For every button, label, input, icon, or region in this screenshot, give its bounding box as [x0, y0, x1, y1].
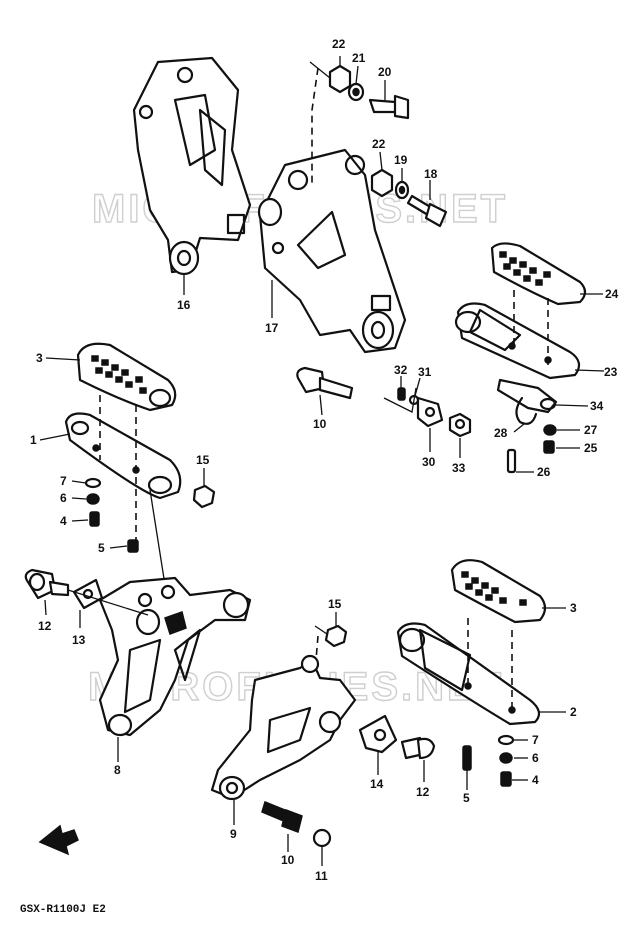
callout-5-right: 5: [463, 791, 470, 805]
part-22-washer-mid: [370, 151, 394, 198]
callout-22-mid: 22: [372, 137, 386, 151]
callout-20: 20: [378, 65, 392, 79]
part-15-nut-left: [192, 468, 216, 509]
part-7-washer-right: [497, 734, 528, 746]
callout-6-right: 6: [532, 751, 539, 765]
part-22-washer-top: [328, 56, 352, 94]
callout-15-left: 15: [196, 453, 210, 467]
part-5-pin-left: [109, 539, 139, 553]
callout-1: 1: [30, 433, 37, 447]
part-24-footrest-rubber-right: [490, 242, 603, 306]
diagram-code: GSX-R1100J E2: [20, 904, 106, 916]
part-10-bolt-lower: [261, 800, 303, 852]
callout-13: 13: [72, 633, 86, 647]
callout-7-right: 7: [532, 733, 539, 747]
part-28-clip: [513, 396, 538, 433]
part-7-washer-left: [71, 477, 102, 489]
part-12-bolt-right: [400, 736, 436, 782]
callout-12-right: 12: [416, 785, 430, 799]
part-33-nut: [448, 412, 472, 458]
part-12-bolt-left: [24, 568, 70, 616]
part-6-spring-left: [71, 493, 100, 505]
callout-5-left: 5: [98, 541, 105, 555]
part-2-footrest-right: [396, 622, 566, 726]
part-8-bracket: [98, 576, 252, 762]
callout-15-right: 15: [328, 597, 342, 611]
part-25-bolt: [543, 440, 580, 454]
callout-17: 17: [265, 321, 279, 335]
part-4-bolt-right: [500, 771, 528, 787]
callout-6-left: 6: [60, 491, 67, 505]
callout-11: 11: [315, 869, 328, 883]
callout-24: 24: [605, 287, 619, 301]
callout-3-right: 3: [570, 601, 577, 615]
callout-23: 23: [604, 365, 618, 379]
part-5-pin-right: [462, 745, 472, 790]
part-3-footrest-rubber-right: [450, 559, 566, 624]
callout-28: 28: [494, 426, 508, 440]
part-20-bolt: [368, 80, 410, 120]
part-34-bracket: [496, 378, 589, 414]
part-10-bolt-upper: [296, 366, 354, 416]
callout-18: 18: [424, 167, 438, 181]
part-4-bolt-left: [71, 511, 100, 527]
callout-30: 30: [422, 455, 436, 469]
part-16-bracket: [132, 56, 252, 295]
callout-10-lower: 10: [281, 853, 295, 867]
callout-21: 21: [352, 51, 366, 65]
part-14-spring-plate: [358, 714, 398, 775]
part-17-bracket: [257, 148, 407, 354]
part-13-spring-plate: [72, 578, 104, 628]
callout-9: 9: [230, 827, 237, 841]
part-3-footrest-rubber-left: [45, 342, 177, 412]
part-19-lock-washer: [394, 168, 410, 200]
part-27-spring: [543, 424, 580, 436]
callout-27: 27: [584, 423, 598, 437]
callout-8: 8: [114, 763, 121, 777]
part-23-footrest-right: [454, 302, 605, 380]
callout-25: 25: [584, 441, 598, 455]
callout-34: 34: [590, 399, 604, 413]
part-9-bracket: [210, 654, 357, 825]
callout-22-top: 22: [332, 37, 346, 51]
part-26-pin: [506, 448, 534, 474]
callout-4-left: 4: [60, 514, 67, 528]
callout-31: 31: [418, 365, 432, 379]
callout-32: 32: [394, 363, 408, 377]
part-18-bolt: [406, 180, 448, 228]
part-1-footrest-left: [39, 412, 182, 500]
callout-12-left: 12: [38, 619, 52, 633]
callout-2: 2: [570, 705, 577, 719]
callout-26: 26: [537, 465, 551, 479]
part-21-lock-washer: [347, 65, 365, 102]
callout-16: 16: [177, 298, 191, 312]
callout-14: 14: [370, 777, 384, 791]
part-30-plate: [416, 396, 444, 452]
callout-19: 19: [394, 153, 408, 167]
part-6-spring-right: [499, 752, 528, 764]
part-11-plug: [312, 828, 332, 866]
part-32-screw: [397, 376, 406, 401]
callout-4-right: 4: [532, 773, 539, 787]
callout-3-left: 3: [36, 351, 43, 365]
part-15-nut-right: [324, 612, 348, 648]
front-direction-arrow-icon: [38, 824, 79, 856]
callout-7-left: 7: [60, 474, 67, 488]
callout-10-upper: 10: [313, 417, 327, 431]
callout-33: 33: [452, 461, 466, 475]
